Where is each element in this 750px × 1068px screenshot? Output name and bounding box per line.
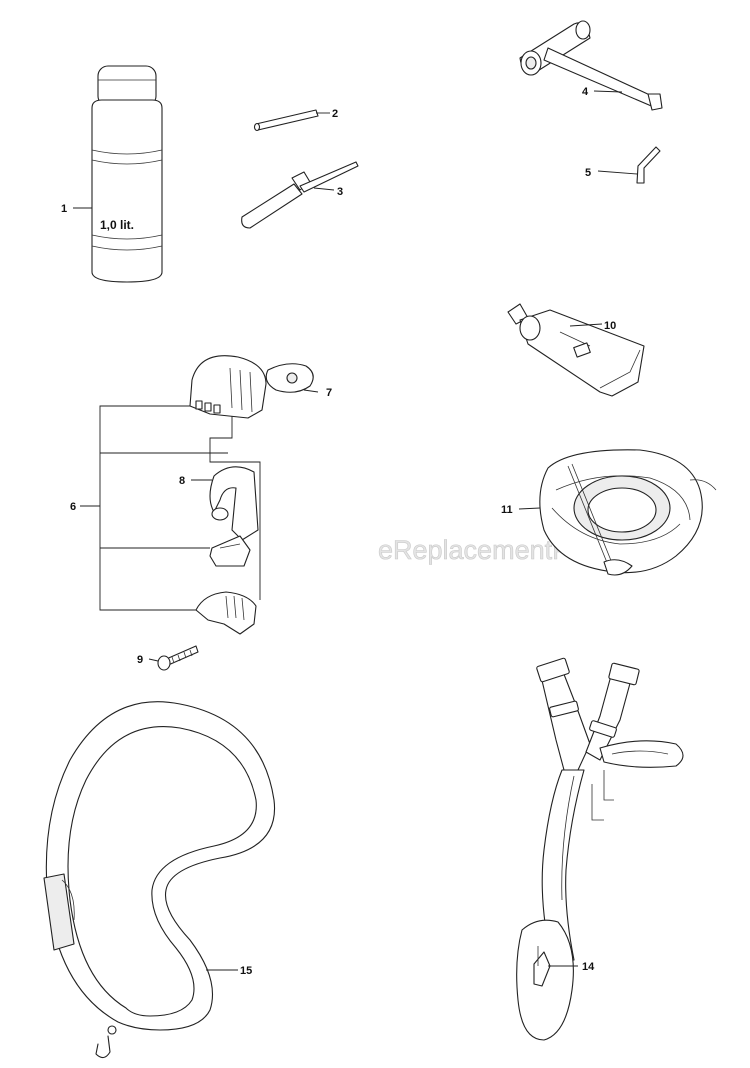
grease-tube bbox=[507, 303, 645, 397]
callout-5: 5 bbox=[585, 167, 591, 179]
shoulder-strap bbox=[43, 701, 276, 1059]
callout-9: 9 bbox=[137, 654, 143, 666]
guard-kit bbox=[80, 355, 314, 671]
harness bbox=[516, 657, 684, 1041]
callout-1: 1 bbox=[61, 203, 67, 215]
bottle-capacity-text: 1,0 lit. bbox=[100, 218, 134, 232]
screwdriver bbox=[241, 161, 359, 229]
callout-6: 6 bbox=[70, 501, 76, 513]
combination-wrench bbox=[519, 20, 663, 111]
callout-4: 4 bbox=[582, 86, 589, 98]
blade-guard bbox=[539, 449, 717, 576]
callout-2: 2 bbox=[332, 108, 338, 120]
callout-11: 11 bbox=[501, 504, 513, 516]
hex-key bbox=[636, 146, 661, 184]
callout-10: 10 bbox=[604, 320, 616, 332]
oil-bottle: 1,0 lit. bbox=[91, 65, 163, 283]
callout-8: 8 bbox=[179, 475, 185, 487]
callout-7: 7 bbox=[326, 387, 332, 399]
callout-3: 3 bbox=[337, 186, 343, 198]
callout-14: 14 bbox=[582, 961, 595, 973]
callout-15: 15 bbox=[240, 965, 252, 977]
rod bbox=[253, 109, 319, 132]
